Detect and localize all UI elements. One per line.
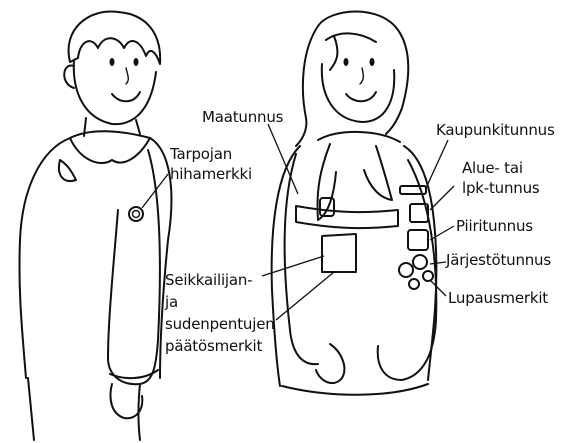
label-seikkailijan-line4: päätösmerkit [165,336,262,356]
label-lupausmerkit: Lupausmerkit [448,288,548,308]
boy-figure [19,12,171,440]
leader-kaupunkitunnus [426,140,448,188]
label-jarjestotunnus: Järjestötunnus [446,250,551,270]
label-tarpojan-line2: hihamerkki [170,164,252,184]
girl-figure [272,12,437,395]
label-alue-line1: Alue- tai [462,158,523,178]
leader-alue [430,186,454,210]
label-seikkailijan-line3: sudenpentujen [165,314,275,334]
label-seikkailijan-line1: Seikkailijan- [165,270,252,290]
label-tarpojan-line1: Tarpojan [170,144,232,164]
label-alue-line2: lpk-tunnus [462,178,540,198]
label-seikkailijan-line2: ja [165,292,178,312]
leader-piiritunnus [430,226,454,240]
label-maatunnus: Maatunnus [202,107,283,127]
label-kaupunkitunnus: Kaupunkitunnus [436,120,555,140]
leader-maatunnus [268,124,298,194]
leader-jarjestotunnus [430,262,446,264]
leader-lupausmerkit [430,280,446,296]
label-piiritunnus: Piiritunnus [456,216,533,236]
